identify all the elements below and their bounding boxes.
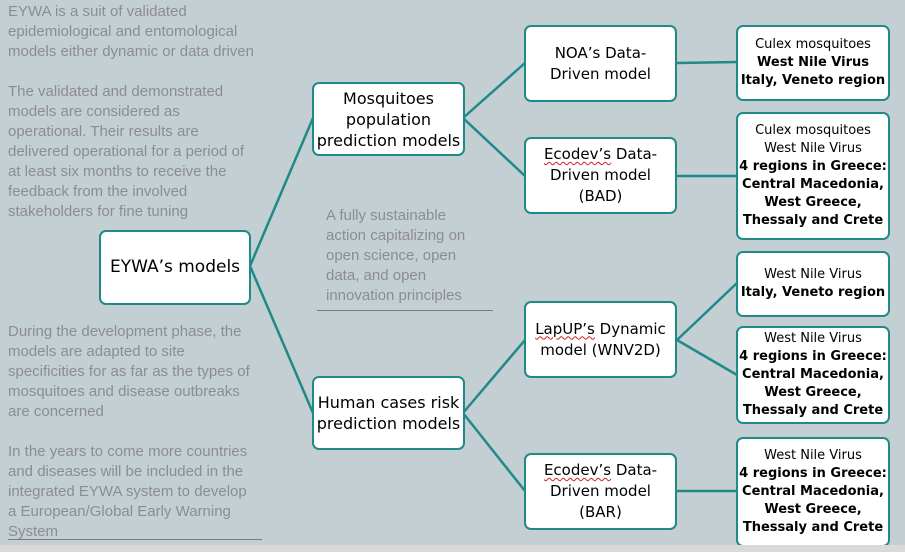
future-underline [8, 539, 262, 540]
operational-paragraph: The validated and demonstrated models ar… [8, 83, 244, 220]
target-culex-veneto: Culex mosquitoes West Nile Virus Italy, … [736, 25, 890, 101]
model-lapup-wnv2d: LapUP’s Dynamic model (WNV2D) [524, 301, 677, 378]
sustainability-underline [317, 310, 493, 311]
model-ecodev-bar: Ecodev’s Data- Driven model (BAR) [524, 453, 677, 530]
link-mosq-noa [462, 62, 526, 119]
link-lapup-target1 [676, 282, 738, 341]
model-noa-data-driven: NOA’s Data- Driven model [524, 25, 677, 102]
link-mosq-bad [462, 117, 526, 177]
future-paragraph: In the years to come more countries and … [8, 443, 248, 540]
development-paragraph: During the development phase, the models… [8, 323, 250, 420]
target-wnv-greece-bar: West Nile Virus 4 regions in Greece: Cen… [736, 437, 890, 547]
target-wnv-greece-wnv2d: West Nile Virus 4 regions in Greece: Cen… [736, 326, 890, 424]
root-node-eywa-models: EYWA’s models [99, 230, 251, 305]
link-root-mosquito [248, 117, 315, 267]
branch-human-cases: Human cases risk prediction models [312, 376, 465, 450]
branch-mosquito-population: Mosquitoes population prediction models [312, 82, 465, 156]
model-ecodev-bad: Ecodev’s Data- Driven model (BAD) [524, 137, 677, 214]
bottom-strip [0, 545, 905, 552]
link-human-bar [462, 412, 526, 492]
link-lapup-target2 [676, 338, 738, 377]
link-human-lapup [462, 339, 526, 414]
target-wnv-veneto: West Nile Virus Italy, Veneto region [736, 251, 890, 317]
sustainability-text: A fully sustainable action capitalizing … [326, 207, 466, 304]
intro-paragraph: EYWA is a suit of validated epidemiologi… [8, 3, 254, 60]
link-noa-target [676, 60, 738, 65]
link-root-human [248, 265, 315, 414]
target-culex-greece: Culex mosquitoes West Nile Virus 4 regio… [736, 112, 890, 240]
